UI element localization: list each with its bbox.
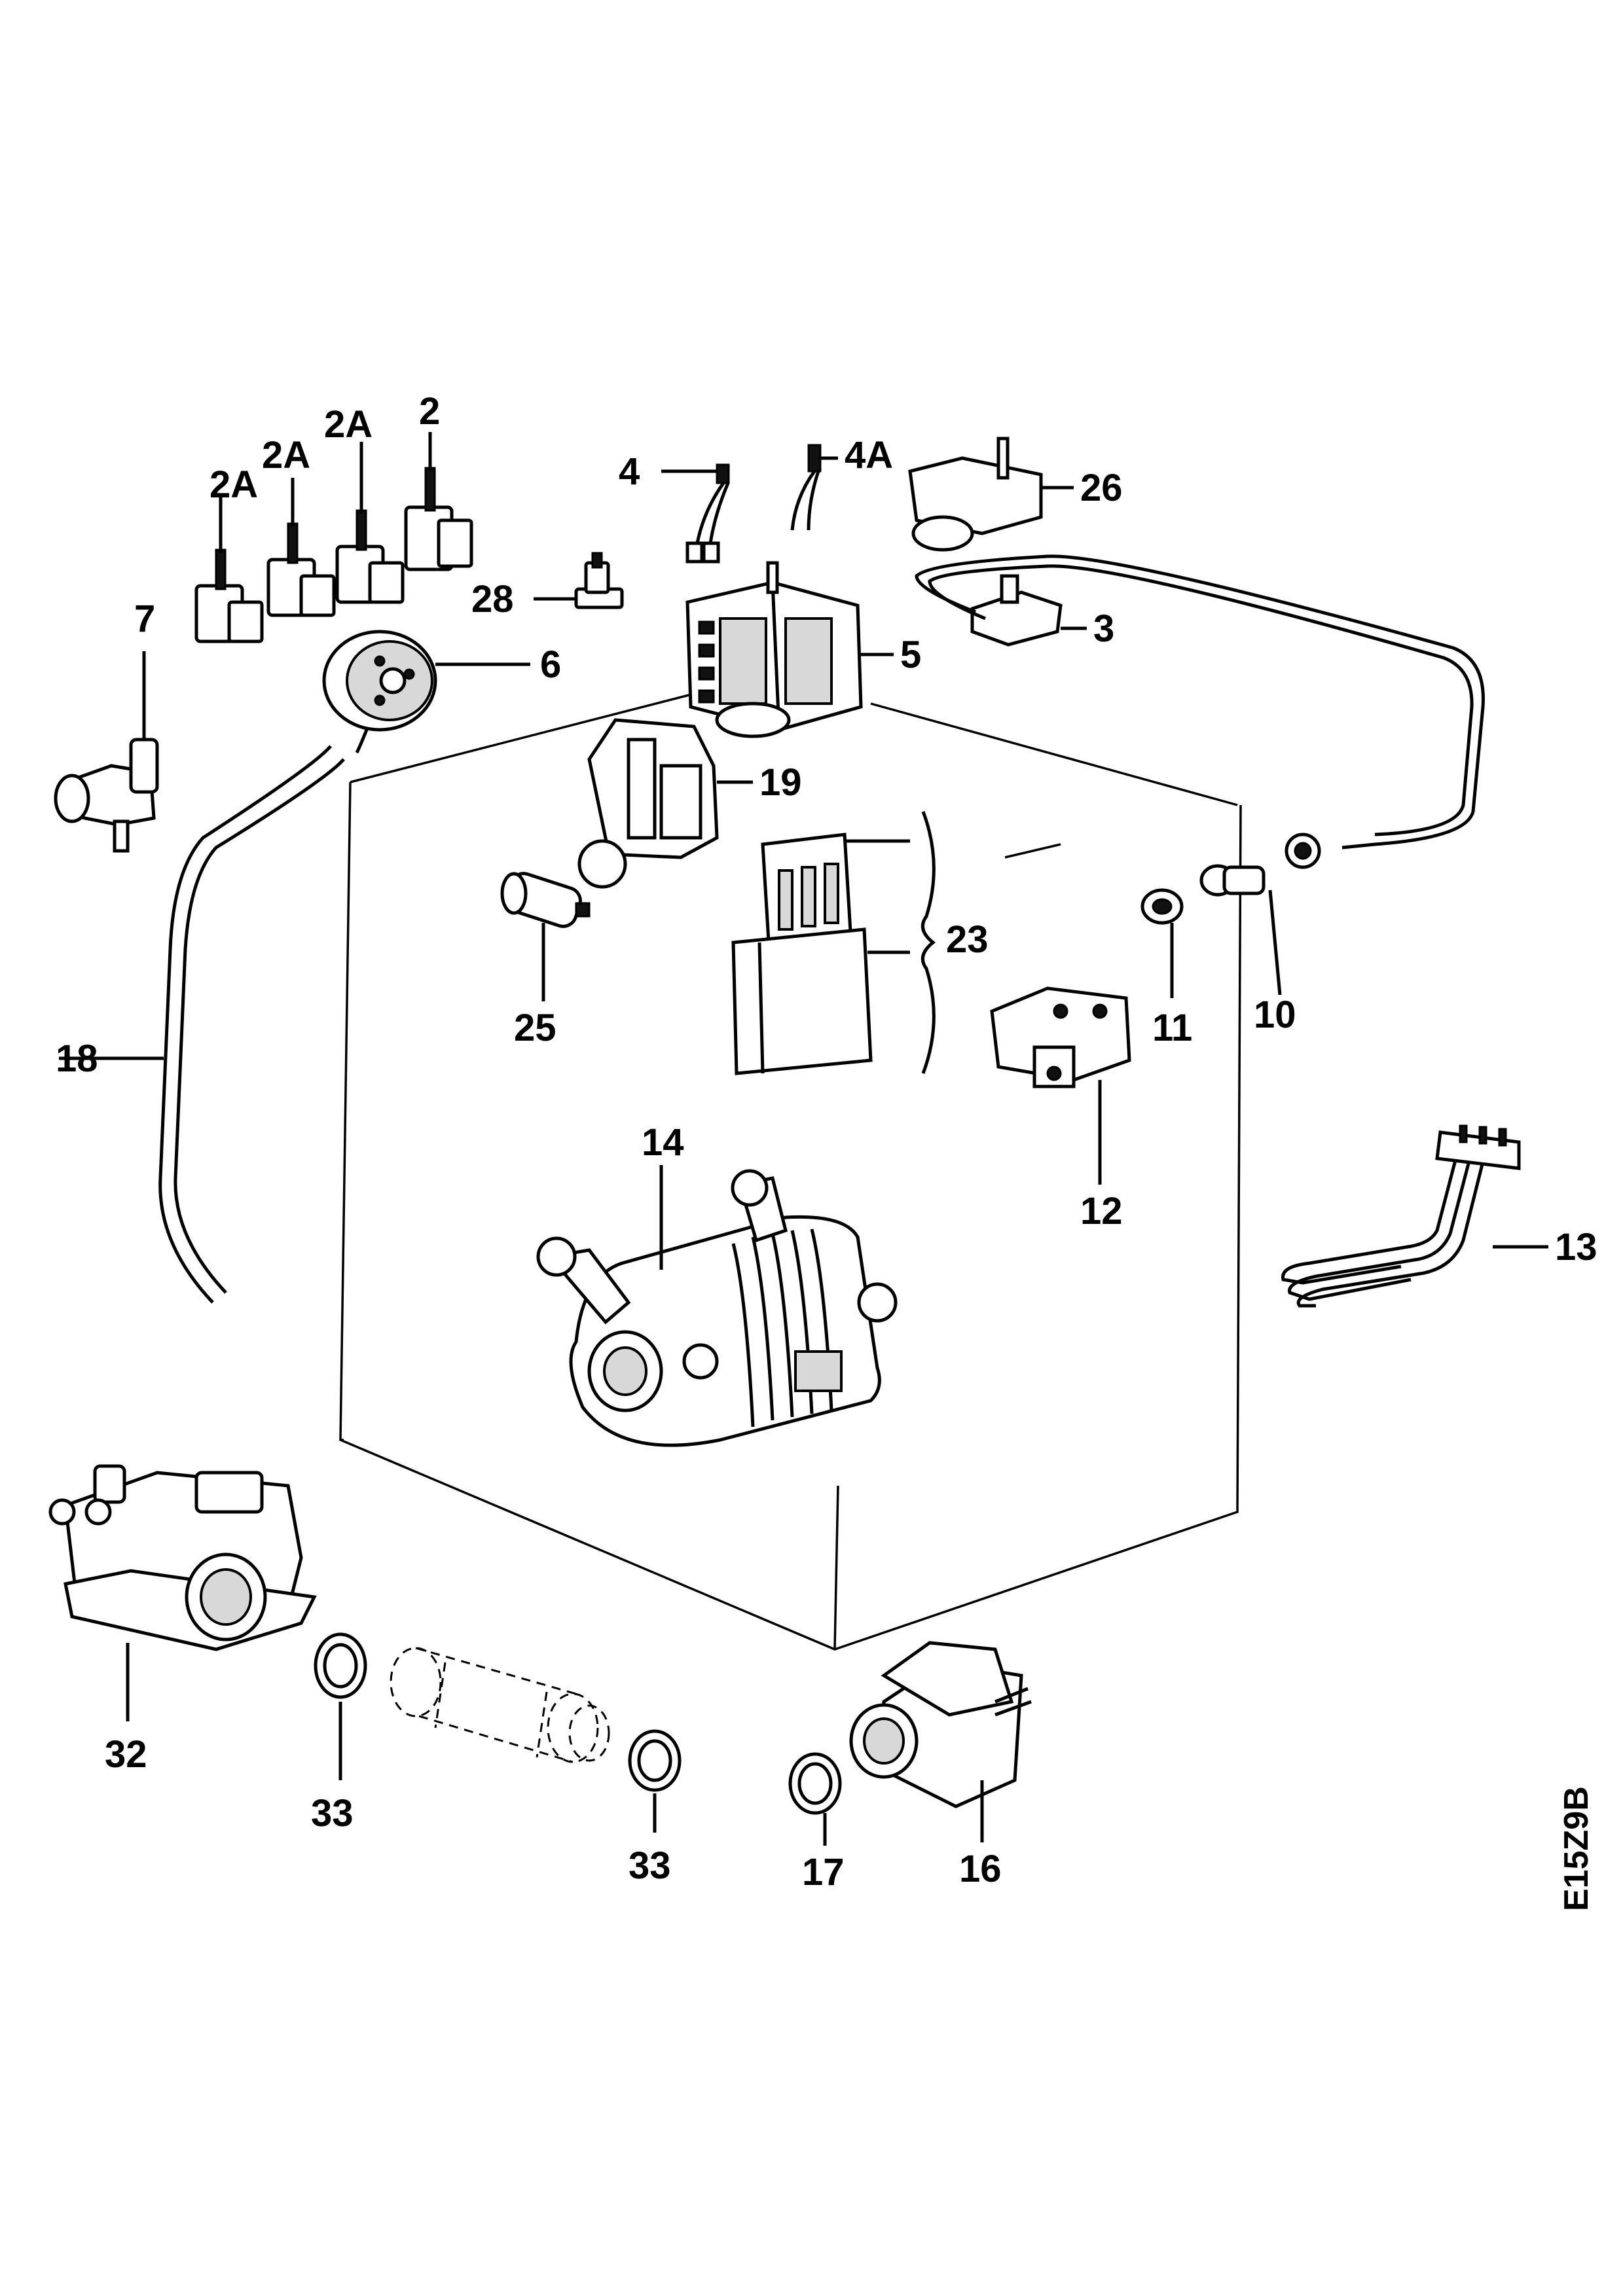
label-28: 28 — [471, 578, 514, 620]
label-2a-3: 2A — [324, 403, 373, 446]
inlet-valve-7 — [54, 651, 159, 853]
label-6: 6 — [540, 643, 561, 686]
label-4a: 4A — [845, 434, 893, 476]
label-2: 2 — [419, 390, 440, 433]
wire-link-4 — [661, 463, 730, 564]
label-12: 12 — [1080, 1190, 1123, 1232]
door-lock-19 — [577, 718, 753, 889]
label-19: 19 — [759, 761, 802, 804]
label-33b: 33 — [629, 1844, 671, 1887]
label-33a: 33 — [311, 1792, 354, 1835]
label-23: 23 — [946, 918, 989, 961]
wire-link-4a — [790, 444, 838, 531]
label-2a-2: 2A — [262, 434, 310, 476]
micro-switch-12 — [990, 986, 1131, 1185]
heating-element-13 — [1281, 1124, 1548, 1308]
suppressor-25 — [500, 872, 591, 1001]
label-13: 13 — [1555, 1226, 1597, 1268]
switch-2 — [404, 432, 473, 571]
grommet-11 — [1140, 888, 1184, 998]
label-11: 11 — [1152, 1007, 1192, 1049]
potentiometer-28 — [534, 552, 624, 609]
label-10: 10 — [1254, 994, 1296, 1036]
timer-motor-26 — [908, 437, 1074, 552]
programme-timer-5 — [685, 561, 894, 738]
seal-33-right — [628, 1729, 682, 1833]
label-3: 3 — [1093, 607, 1114, 650]
label-18: 18 — [56, 1037, 98, 1080]
label-4: 4 — [619, 450, 640, 493]
motor-14 — [536, 1165, 898, 1447]
seal-33-left — [314, 1632, 367, 1780]
thermostat-3 — [915, 554, 1485, 869]
switch-2a-3 — [335, 442, 405, 604]
switch-2a-1 — [194, 497, 264, 643]
drawing-code: E15Z9B — [1558, 1786, 1596, 1911]
label-26: 26 — [1080, 467, 1123, 509]
label-14: 14 — [642, 1121, 684, 1164]
switch-2a-2 — [266, 478, 336, 617]
drain-pump-16 — [849, 1641, 1032, 1842]
label-2a-1: 2A — [210, 463, 258, 506]
label-17: 17 — [802, 1851, 845, 1893]
probe-10 — [1199, 864, 1282, 996]
hose-18 — [59, 745, 345, 1304]
label-32: 32 — [105, 1733, 147, 1776]
cabinet-outline — [339, 692, 1242, 1651]
seal-17 — [788, 1752, 842, 1846]
electronic-module-23 — [731, 811, 936, 1075]
label-5: 5 — [900, 634, 921, 676]
label-25: 25 — [514, 1007, 556, 1049]
label-16: 16 — [959, 1848, 1002, 1890]
pump-housing-32 — [48, 1464, 317, 1721]
label-7: 7 — [134, 598, 155, 640]
connecting-hose-dashed — [390, 1647, 610, 1763]
pressure-switch-6 — [322, 630, 530, 754]
